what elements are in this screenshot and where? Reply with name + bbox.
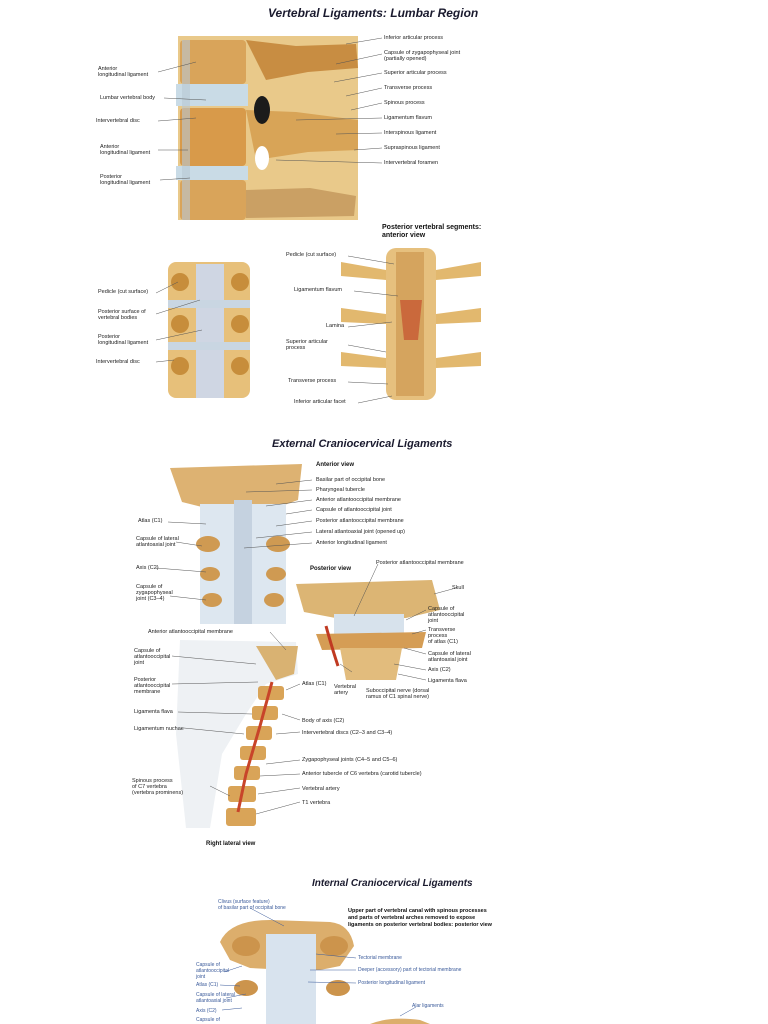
label: Interspinous ligament [384, 130, 437, 136]
label: Tectorial membrane [358, 955, 402, 961]
plate-internal: Internal Craniocervical Ligaments Clivus… [190, 870, 496, 1024]
label: Atlas (C1) [138, 518, 163, 524]
section-subtitle: Posterior vertebral segments: anterior v… [382, 224, 482, 239]
label: Transverse process [384, 85, 433, 91]
label: Clivus (surface feature) of basilar part… [218, 899, 286, 911]
label: Capsule of lateral atlantoaxial joint [428, 651, 471, 663]
label: Capsule of atlantooccipital joint [316, 507, 392, 513]
label: Pharyngeal tubercle [316, 487, 365, 493]
label: Ligamenta flava [428, 678, 467, 684]
label: Basilar part of occipital bone [316, 477, 386, 483]
label: Vertebral artery [334, 684, 357, 696]
section-subtitle: Right lateral view [206, 841, 256, 847]
label: Anterior longitudinal ligament [98, 66, 149, 78]
label: Anterior longitudinal ligament [100, 144, 151, 156]
label: Body of axis (C2) [302, 718, 345, 724]
lumbar-illustration [155, 36, 481, 404]
label: Intervertebral foramen [384, 160, 439, 166]
label: Ligamentum flavum [294, 287, 342, 293]
plate-lumbar: Vertebral Ligaments: Lumbar Region [96, 0, 492, 420]
label: Deeper (accessory) part of tectorial mem… [358, 967, 462, 973]
label: Intervertebral discs (C2–3 and C3–4) [302, 730, 393, 736]
label: Anterior atlantooccipital membrane [148, 629, 233, 635]
external-illustration [155, 464, 457, 828]
label: Capsule of atlantooccipital joint [196, 962, 230, 980]
label: Posterior longitudinal ligament [358, 980, 425, 986]
label: Ligamentum flavum [384, 115, 432, 121]
label: Posterior longitudinal ligament [98, 334, 149, 346]
label: Intervertebral disc [96, 118, 140, 124]
label: Capsule of zygapophyseal joint (partiall… [384, 50, 461, 62]
label: Atlas (C1) [302, 681, 327, 687]
label: Vertebral artery [302, 786, 340, 792]
label: Capsule of lateral atlantoaxial joint [196, 992, 235, 1004]
label: T1 vertebra [302, 800, 331, 806]
label: Axis (C2) [196, 1008, 217, 1014]
label: Suboccipital nerve (dorsal ramus of C1 s… [366, 688, 430, 700]
label: Zygapophyseal joints (C4–5 and C5–6) [302, 757, 398, 763]
label: Spinous process [384, 100, 425, 106]
plate-title: External Craniocervical Ligaments [272, 438, 453, 450]
label: Posterior surface of vertebral bodies [98, 309, 146, 321]
label: Supraspinous ligament [384, 145, 440, 151]
label: Pedicle (cut surface) [286, 252, 337, 258]
label: Posterior atlantooccipital membrane [316, 518, 404, 524]
label: Inferior articular facet [294, 399, 346, 405]
label: Skull [452, 585, 464, 591]
label: Axis (C2) [428, 667, 451, 673]
label: Alar ligaments [412, 1003, 444, 1009]
plate-title: Vertebral Ligaments: Lumbar Region [268, 6, 479, 20]
label: Superior articular process [286, 339, 328, 351]
label: Capsule of zygapophyseal joint (C3–4) [136, 584, 173, 602]
section-description: Upper part of vertebral canal with spino… [348, 908, 492, 928]
label: Transverse process of atlas (C1) [428, 627, 458, 645]
label: Spinous process of C7 vertebra (vertebra… [132, 778, 184, 796]
label: Posterior atlantooccipital membrane [134, 677, 171, 695]
plate-title: Internal Craniocervical Ligaments [312, 878, 473, 889]
label: Lamina [326, 323, 345, 329]
label: Capsule of atlantooccipital joint [428, 606, 465, 624]
internal-illustration [219, 907, 430, 1024]
label: Inferior articular process [384, 35, 443, 41]
label: Lateral atlantoaxial joint (opened up) [316, 529, 405, 535]
label: Capsule of [196, 1017, 220, 1023]
label: Anterior longitudinal ligament [316, 540, 387, 546]
label: Anterior tubercle of C6 vertebra (caroti… [302, 771, 422, 777]
label: Ligamenta flava [134, 709, 173, 715]
label: Capsule of atlantooccipital joint [134, 648, 171, 666]
label: Transverse process [288, 378, 337, 384]
label: Intervertebral disc [96, 359, 140, 365]
label: Capsule of lateral atlantoaxial joint [136, 536, 179, 548]
label: Posterior longitudinal ligament [100, 174, 151, 186]
plate-external: External Craniocervical Ligaments Anteri… [126, 434, 476, 854]
label: Atlas (C1) [196, 982, 219, 988]
label: Pedicle (cut surface) [98, 289, 149, 295]
label: Superior articular process [384, 70, 447, 76]
label: Axis (C2) [136, 565, 159, 571]
label: Posterior atlantooccipital membrane [376, 560, 464, 566]
section-subtitle: Anterior view [316, 462, 355, 468]
vertebral-body [180, 40, 246, 220]
label: Lumbar vertebral body [100, 95, 156, 101]
section-subtitle: Posterior view [310, 566, 352, 572]
label: Ligamentum nuchae [134, 726, 184, 732]
label: Anterior atlantooccipital membrane [316, 497, 401, 503]
